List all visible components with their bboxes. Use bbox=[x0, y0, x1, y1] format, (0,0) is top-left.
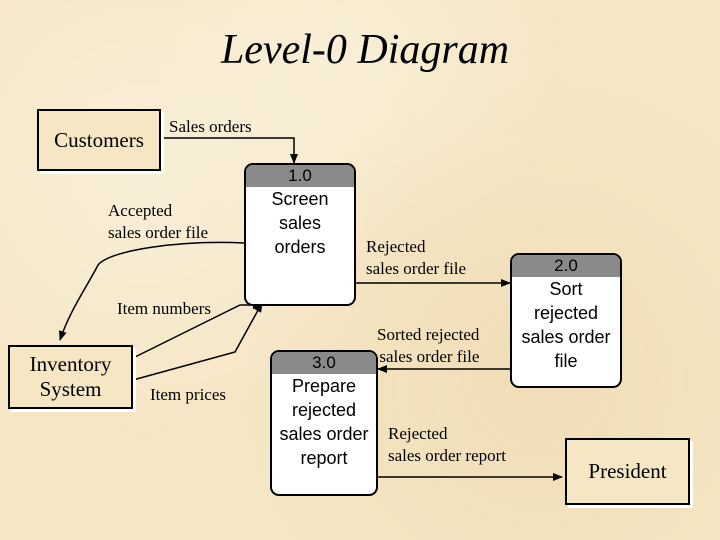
process-1-line1: Screen bbox=[271, 189, 329, 209]
process-1-id: 1.0 bbox=[246, 165, 354, 187]
entity-customers: Customers bbox=[37, 109, 161, 171]
rejected-file-line2: sales order file bbox=[366, 259, 467, 278]
flow-label-accepted-file: Accepted sales order file bbox=[108, 200, 208, 244]
sorted-line2: sales order file bbox=[379, 347, 480, 366]
process-1-line2: sales bbox=[278, 213, 322, 233]
process-3-line1: Prepare bbox=[291, 376, 357, 396]
report-line1: Rejected bbox=[388, 424, 448, 443]
arrow-item-prices bbox=[132, 302, 263, 381]
flow-label-sorted-file: Sorted rejected sales order file bbox=[377, 324, 479, 368]
entity-president: President bbox=[565, 438, 690, 505]
president-label: President bbox=[588, 459, 667, 483]
process-3-line3: sales order bbox=[279, 424, 369, 444]
flow-label-rejected-file: Rejected sales order file bbox=[366, 236, 466, 280]
arrow-sales-orders bbox=[161, 137, 298, 164]
entity-inventory-system: Inventory System bbox=[8, 345, 133, 409]
process-3-line2: rejected bbox=[291, 400, 357, 420]
flow-label-sales-orders: Sales orders bbox=[169, 117, 252, 136]
report-line2: sales order report bbox=[388, 446, 507, 465]
process-2-line2: rejected bbox=[533, 303, 599, 323]
diagram-title: Level-0 Diagram bbox=[220, 27, 510, 73]
process-1-line3: orders bbox=[274, 237, 326, 257]
process-3-prepare-report: 3.0 Prepare rejected sales order report bbox=[270, 350, 378, 496]
process-2-line1: Sort bbox=[549, 279, 583, 299]
flow-label-report: Rejected sales order report bbox=[388, 423, 506, 467]
process-3-line4: report bbox=[300, 448, 348, 468]
accepted-line1: Accepted bbox=[108, 201, 173, 220]
process-2-sort-rejected-file: 2.0 Sort rejected sales order file bbox=[510, 253, 622, 388]
flow-label-item-numbers: Item numbers bbox=[117, 299, 211, 318]
process-2-id: 2.0 bbox=[512, 255, 620, 277]
process-2-line4: file bbox=[554, 351, 578, 371]
inventory-label-line2: System bbox=[39, 377, 102, 401]
accepted-line2: sales order file bbox=[108, 223, 209, 242]
inventory-label-line1: Inventory bbox=[29, 352, 112, 376]
rejected-file-line1: Rejected bbox=[366, 237, 426, 256]
flow-label-item-prices: Item prices bbox=[150, 385, 226, 404]
process-2-line3: sales order bbox=[521, 327, 611, 347]
process-3-id: 3.0 bbox=[272, 352, 376, 374]
process-1-screen-sales-orders: 1.0 Screen sales orders bbox=[244, 163, 356, 306]
sorted-line1: Sorted rejected bbox=[377, 325, 480, 344]
arrow-accepted-file bbox=[59, 241, 246, 341]
customers-label: Customers bbox=[54, 127, 144, 152]
